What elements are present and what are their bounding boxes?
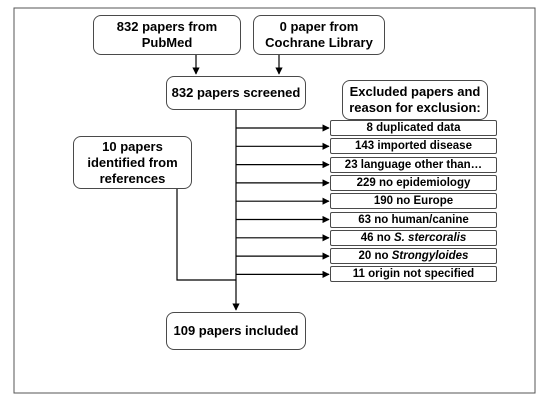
exclusion-reason-text: 8 duplicated data xyxy=(366,122,461,134)
references-line1: 10 papers xyxy=(102,138,163,154)
pubmed-line1: 832 papers from xyxy=(116,19,218,34)
references-connector xyxy=(176,189,236,281)
exclusion-reason-text: 20 no xyxy=(358,250,392,263)
cochrane-line2: Cochrane Library xyxy=(265,35,373,50)
exclusion-reason-text: 23 language other than… xyxy=(344,158,483,171)
exclusion-reason-text: 190 no Europe xyxy=(373,195,454,208)
exclusion-reason-text: 11 origin not specified xyxy=(352,268,475,281)
excluded-header-line2: reason for exclusion: xyxy=(349,100,481,115)
cochrane-box: 0 paper from Cochrane Library xyxy=(253,15,385,55)
exclusion-reason-box: 23 language other than… xyxy=(330,156,497,173)
exclusion-reason-italic-text: Strongyloides xyxy=(391,250,469,263)
pubmed-line2: PubMed xyxy=(141,35,193,50)
exclusion-reason-box: 8 duplicated data xyxy=(330,120,497,136)
exclusion-reason-text: 143 imported disease xyxy=(355,140,472,153)
included-label: 109 papers included xyxy=(173,323,299,338)
exclusion-reason-box: 229 no epidemiology xyxy=(330,174,497,191)
exclusion-reason-box: 143 imported disease xyxy=(330,138,497,155)
references-line3: references xyxy=(99,170,166,186)
exclusion-reason-text: 63 no human/canine xyxy=(358,213,469,226)
pubmed-box: 832 papers from PubMed xyxy=(93,15,241,55)
exclusion-reason-box: 11 origin not specified xyxy=(330,266,497,283)
screened-label: 832 papers screened xyxy=(171,85,301,100)
references-line2: identified from xyxy=(87,154,178,170)
cochrane-line1: 0 paper from xyxy=(279,19,359,34)
excluded-header-line1: Excluded papers and xyxy=(349,84,481,99)
references-box: 10 papers identified from references xyxy=(73,136,192,189)
exclusion-reason-italic-text: S. stercoralis xyxy=(394,231,467,244)
exclusion-reason-box: 63 no human/canine xyxy=(330,211,497,228)
exclusion-reason-text: 46 no xyxy=(360,231,394,244)
excluded-header-box: Excluded papers and reason for exclusion… xyxy=(342,80,488,120)
exclusion-reason-box: 20 no Strongyloides xyxy=(330,248,497,265)
exclusion-reason-box: 46 no S. stercoralis xyxy=(330,229,497,246)
screened-box: 832 papers screened xyxy=(166,76,306,110)
exclusion-reason-box: 190 no Europe xyxy=(330,193,497,210)
outer-frame xyxy=(13,7,536,394)
exclusion-branch-arrows xyxy=(236,124,330,278)
exclusion-reason-text: 229 no epidemiology xyxy=(356,176,471,189)
included-box: 109 papers included xyxy=(166,312,306,350)
